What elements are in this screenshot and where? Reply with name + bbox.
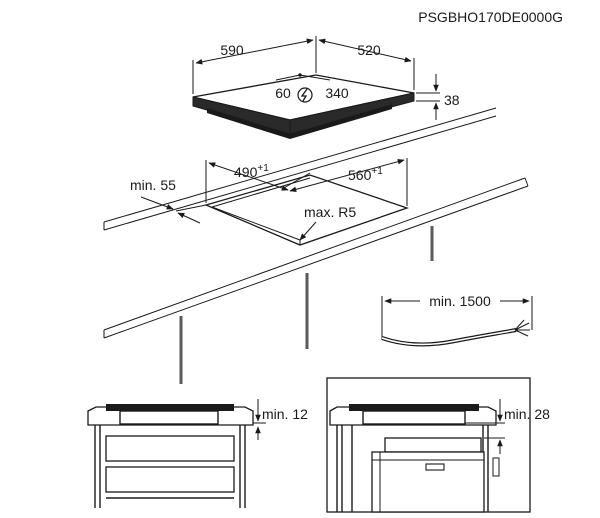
power-point	[298, 73, 302, 77]
power-connection-icon	[297, 87, 313, 103]
hob-drawing	[192, 74, 415, 139]
dim-cutout-width-line	[208, 162, 289, 191]
cutout-radius-label: max. R5	[304, 204, 356, 220]
document-code: PSGBHO170DE0000G	[418, 9, 563, 25]
install-detail-right	[326, 377, 531, 513]
cable-length-label: min. 1500	[429, 293, 491, 309]
install-detail-left	[87, 404, 254, 508]
clearance-right-label: min. 28	[504, 406, 550, 422]
cutout-depth-value: 560	[348, 167, 372, 183]
clearance-left-label: min. 12	[262, 406, 308, 422]
dim-width-line	[195, 38, 314, 65]
cutout-depth-label: 560+1	[348, 166, 383, 183]
dim-depth-line	[318, 38, 412, 63]
hob-depth-label: 520	[357, 42, 381, 58]
hob-height-label: 38	[444, 92, 460, 108]
radius-leader	[299, 221, 317, 241]
cutout-edge-min-label: min. 55	[130, 177, 176, 193]
cutout-width-label: 490+1	[234, 163, 269, 180]
power-left-label: 60	[275, 85, 291, 101]
dim-edge-arrow	[140, 196, 174, 210]
hob-width-label: 590	[220, 42, 244, 58]
hob-side-edge	[289, 92, 415, 135]
dim-cutout-depth-line	[289, 158, 405, 193]
cabinet-legs	[179, 226, 434, 384]
cutout-width-tolerance: +1	[257, 163, 269, 174]
ext-line	[175, 204, 207, 212]
cutout-depth-tolerance: +1	[371, 166, 383, 177]
hob-body	[207, 104, 392, 139]
power-right-label: 340	[325, 85, 349, 101]
power-cable	[381, 319, 530, 347]
cutout-width-value: 490	[234, 164, 258, 180]
dim-edge-arrow	[177, 212, 201, 224]
